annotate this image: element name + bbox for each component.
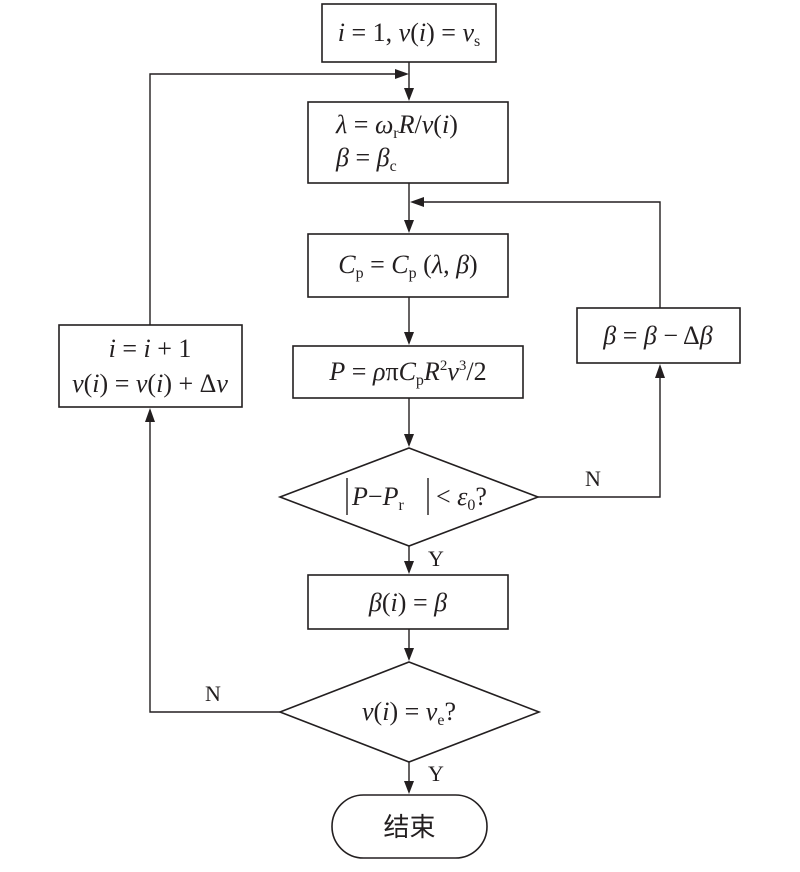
svg-text:i = i + 1: i = i + 1 <box>109 334 192 363</box>
power-check-diamond: P−Pr < ε0? <box>277 447 541 547</box>
v-check-diamond: v(i) = ve? <box>277 661 542 763</box>
init-box: i = 1, v(i) = vs <box>321 3 497 63</box>
svg-text:β = βc: β = βc <box>335 143 397 175</box>
svg-text:v(i) = ve?: v(i) = ve? <box>362 697 456 729</box>
svg-text:λ = ωrR/v(i): λ = ωrR/v(i) <box>335 110 458 142</box>
beta-store-box: β(i) = β <box>307 574 509 630</box>
beta-decrement-box: β = β − Δβ <box>576 307 741 364</box>
lambda-beta-box: λ = ωrR/v(i) β = βc <box>307 101 509 184</box>
svg-text:i = 1, v(i) = vs: i = 1, v(i) = vs <box>338 18 480 50</box>
svg-text:Cp = Cp (λ, β): Cp = Cp (λ, β) <box>338 250 477 282</box>
svg-text:v(i) = v(i) + Δv: v(i) = v(i) + Δv <box>72 369 228 398</box>
main-connectors <box>404 62 414 794</box>
svg-text:P−Pr: P−Pr <box>351 482 404 514</box>
v-loop-connectors <box>145 69 409 713</box>
end-label: 结束 <box>383 813 435 843</box>
n-label-v: N <box>205 681 221 706</box>
svg-text:β = β − Δβ: β = β − Δβ <box>602 321 713 350</box>
y-label-v: Y <box>428 761 444 786</box>
n-label-power: N <box>585 466 601 491</box>
end-terminator: 结束 <box>331 794 488 859</box>
power-box: P = ρπCpR2v3/2 <box>292 345 524 399</box>
svg-text:β(i) = β: β(i) = β <box>368 588 447 617</box>
y-label-power: Y <box>428 546 444 571</box>
increment-box: i = i + 1 v(i) = v(i) + Δv <box>58 324 243 408</box>
cp-box: Cp = Cp (λ, β) <box>307 233 509 298</box>
svg-text:< ε0?: < ε0? <box>436 482 487 514</box>
svg-text:P = ρπCpR2v3/2: P = ρπCpR2v3/2 <box>328 357 486 389</box>
beta-loop-connectors <box>410 197 665 498</box>
